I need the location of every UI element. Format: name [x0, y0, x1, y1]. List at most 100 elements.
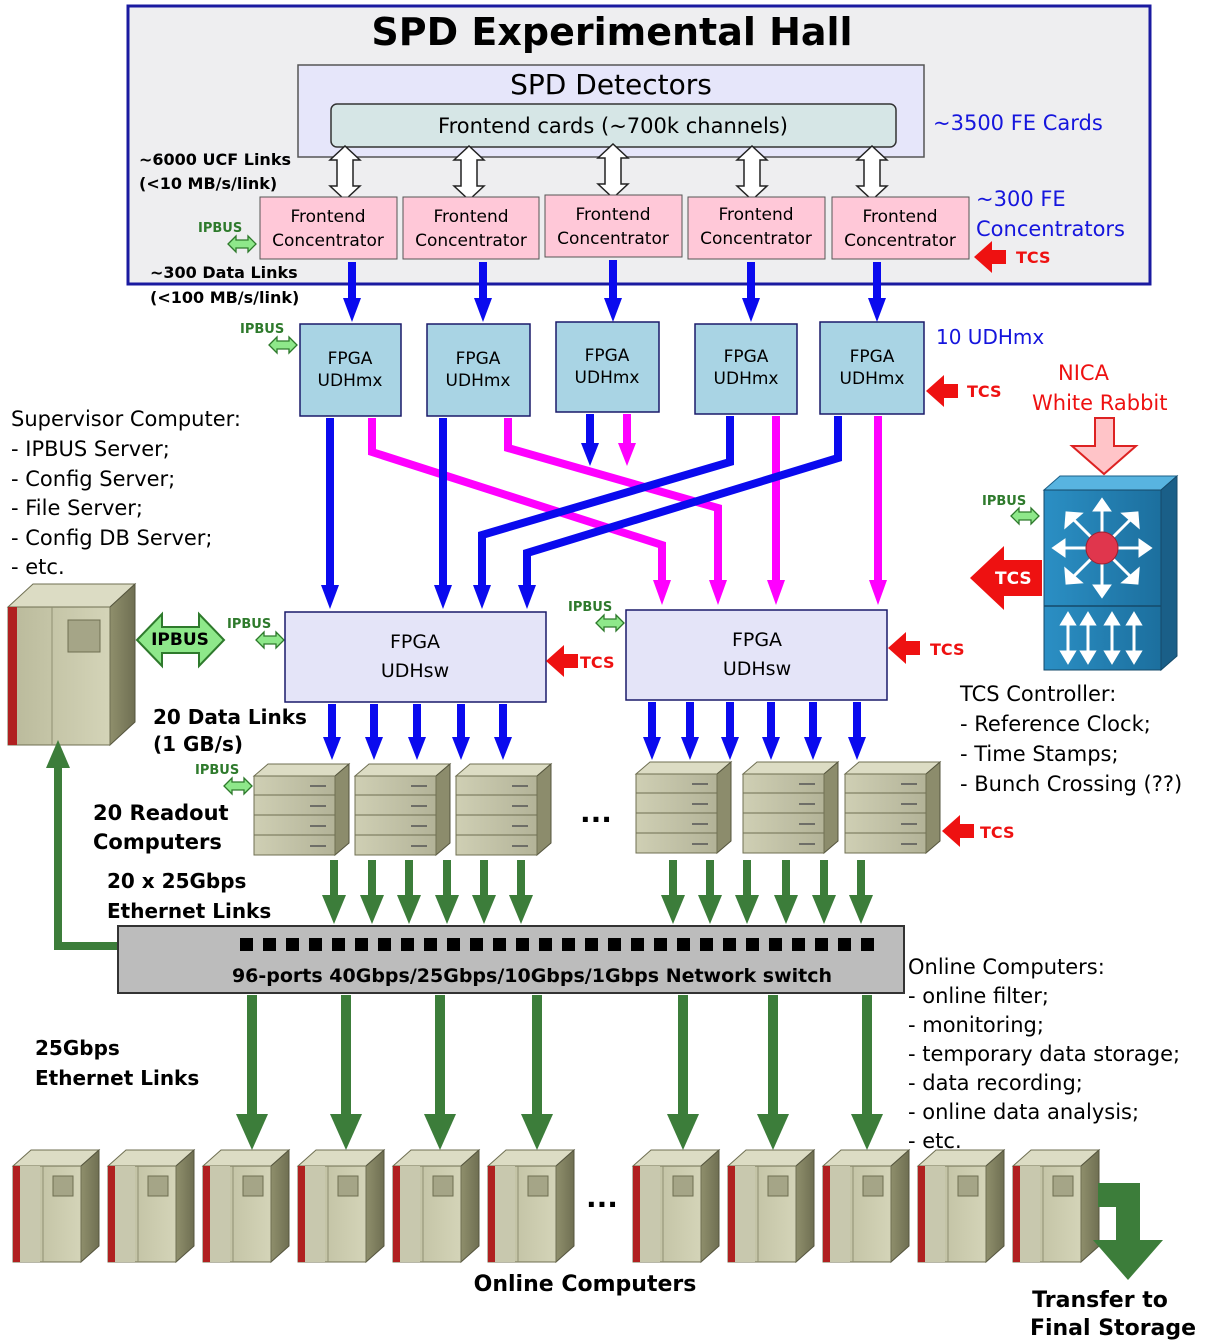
frontend-concentrator: Frontend Concentrator	[259, 196, 398, 260]
ipbus-label: IPBUS	[982, 494, 1026, 509]
udhmx-line2: UDHmx	[575, 368, 640, 388]
data-links-rate: (<100 MB/s/link)	[150, 288, 299, 307]
ipbus-arrow-icon	[223, 777, 253, 795]
online-computer-icon	[917, 1149, 1005, 1263]
udhmx-line1: FPGA	[585, 346, 630, 366]
readout-ellipsis: ...	[580, 796, 612, 829]
ipbus-arrow-icon	[255, 631, 285, 649]
ipbus-label: IPBUS	[195, 763, 239, 778]
online-item: - data recording;	[908, 1071, 1083, 1095]
fpga-udhmx: FPGA UDHmx	[299, 323, 402, 417]
online-computer-icon	[202, 1149, 290, 1263]
fpga-udhsw: FPGA UDHsw	[284, 611, 547, 703]
transfer-arrow-icon	[1093, 1183, 1163, 1280]
ipbus-label: IPBUS	[227, 617, 271, 632]
tcs-controller-device	[1042, 417, 1179, 672]
readout-computer-icon	[635, 761, 732, 854]
concentrator-line2: Concentrator	[415, 231, 527, 251]
online-computer-icon	[727, 1149, 815, 1263]
tcs-controller-title: TCS Controller:	[959, 682, 1116, 706]
ipbus-arrow-icon	[268, 336, 298, 354]
fe-cards-count: ~3500 FE Cards	[933, 111, 1103, 135]
ipbus-big-label: IPBUS	[151, 630, 209, 650]
switch-label: 96-ports 40Gbps/25Gbps/10Gbps/1Gbps Netw…	[232, 965, 832, 987]
concentrator-line1: Frontend	[290, 207, 365, 227]
online-computer-icon	[632, 1149, 720, 1263]
readout-eth-1: 20 x 25Gbps	[107, 869, 246, 893]
udhmx-line2: UDHmx	[318, 371, 383, 391]
transfer-label-2: Final Storage	[1030, 1316, 1196, 1341]
readout-eth-2: Ethernet Links	[107, 899, 271, 923]
tcs-big-arrow-icon	[970, 546, 1042, 610]
udhmx-count: 10 UDHmx	[936, 325, 1044, 349]
frontend-concentrator: Frontend Concentrator	[402, 196, 540, 260]
udhsw-line1: FPGA	[732, 629, 782, 651]
tcs-label: TCS	[930, 640, 964, 659]
online-item: - online data analysis;	[908, 1100, 1139, 1124]
supervisor-item: - etc.	[11, 555, 65, 579]
udhsw-line2: UDHsw	[381, 660, 449, 682]
data-link-arrows	[348, 260, 881, 302]
ipbus-arrow-icon	[595, 614, 625, 632]
ipbus-label: IPBUS	[240, 322, 284, 337]
online-ethernet-arrows	[247, 995, 872, 1120]
online-item: - online filter;	[908, 984, 1049, 1008]
concentrator-line1: Frontend	[718, 205, 793, 225]
supervisor-item: - Config DB Server;	[11, 526, 213, 550]
fpga-udhmx: FPGA UDHmx	[555, 321, 660, 413]
concentrator-line1: Frontend	[862, 207, 937, 227]
readout-computer-icon	[742, 761, 839, 854]
readout-data-links-1: 20 Data Links	[153, 705, 307, 729]
tcs-big-label: TCS	[995, 569, 1032, 589]
readout-data-links-2: (1 GB/s)	[153, 732, 243, 756]
fpga-udhsw: FPGA UDHsw	[625, 609, 888, 701]
fpga-udhmx: FPGA UDHmx	[426, 323, 531, 417]
concentrator-line2: Concentrator	[844, 231, 956, 251]
magenta-link-arrowheads	[618, 443, 887, 605]
udhmx-line1: FPGA	[724, 347, 769, 367]
ucf-links-label: ~6000 UCF Links	[139, 150, 291, 169]
udhmx-line1: FPGA	[850, 347, 895, 367]
transfer-label-1: Transfer to	[1032, 1288, 1168, 1313]
supervisor-item: - Config Server;	[11, 467, 175, 491]
udhmx-line2: UDHmx	[714, 369, 779, 389]
concentrator-line2: Concentrator	[272, 231, 384, 251]
ipbus-big-arrow-icon	[135, 611, 226, 669]
concentrator-line2: Concentrator	[557, 229, 669, 249]
supervisor-computer-icon	[6, 582, 137, 747]
tcs-arrow-icon	[546, 645, 578, 677]
tcs-controller-item: - Time Stamps;	[960, 742, 1119, 766]
data-link-arrowheads	[343, 298, 886, 322]
readout-data-link-arrowheads	[323, 737, 866, 760]
hall-title: SPD Experimental Hall	[371, 10, 852, 54]
data-links-label: ~300 Data Links	[150, 263, 298, 282]
concentrators-count-2: Concentrators	[976, 217, 1125, 241]
supervisor-item: - IPBUS Server;	[11, 437, 170, 461]
concentrator-line2: Concentrator	[700, 229, 812, 249]
online-computer-icon	[1012, 1149, 1100, 1263]
udhmx-to-udhsw-arrows	[326, 414, 842, 590]
ipbus-arrow-icon	[1010, 507, 1040, 525]
udhmx-line1: FPGA	[328, 349, 373, 369]
frontend-cards-label: Frontend cards (~700k channels)	[438, 114, 788, 138]
tcs-label: TCS	[967, 382, 1001, 401]
readout-computers-2: Computers	[93, 830, 222, 854]
online-ethernet-arrowheads	[236, 1114, 883, 1150]
tcs-arrow-icon	[942, 815, 974, 847]
concentrator-line1: Frontend	[433, 207, 508, 227]
online-computer-icon	[487, 1149, 575, 1263]
supervisor-title: Supervisor Computer:	[11, 407, 241, 431]
online-eth-2: Ethernet Links	[35, 1066, 199, 1090]
readout-computer-icon	[354, 763, 451, 856]
online-item: - temporary data storage;	[908, 1042, 1180, 1066]
frontend-concentrator: Frontend Concentrator	[544, 194, 683, 258]
tcs-controller-item: - Reference Clock;	[960, 712, 1151, 736]
online-computer-icon	[392, 1149, 480, 1263]
readout-data-link-arrows	[328, 702, 861, 742]
udhsw-line2: UDHsw	[723, 658, 791, 680]
online-ellipsis: ...	[586, 1181, 618, 1214]
ipbus-label: IPBUS	[568, 600, 612, 615]
nica-label: NICA	[1058, 361, 1110, 385]
tcs-label: TCS	[980, 823, 1014, 842]
